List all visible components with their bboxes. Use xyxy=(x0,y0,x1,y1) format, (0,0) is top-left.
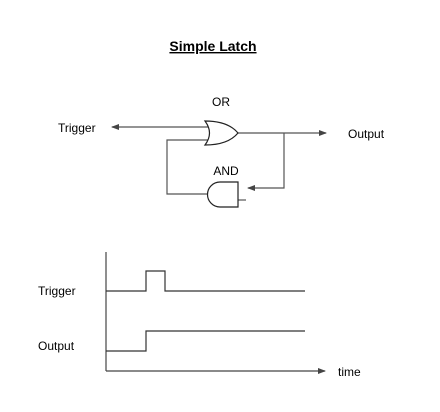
timing-trigger-label: Trigger xyxy=(38,284,76,298)
loop-wire xyxy=(166,139,209,195)
feedback-wire xyxy=(247,133,285,191)
trigger-signal-trace xyxy=(106,270,305,292)
and-gate-label: AND xyxy=(213,164,239,178)
output-label: Output xyxy=(348,127,385,141)
or-gate-icon xyxy=(203,120,239,146)
output-signal-trace xyxy=(106,330,305,352)
time-axis-label: time xyxy=(338,365,361,379)
trigger-input-label: Trigger xyxy=(58,121,96,135)
or-gate-label: OR xyxy=(212,95,230,109)
and-gate-icon xyxy=(206,181,239,208)
timing-output-label: Output xyxy=(38,339,75,353)
diagram-title: Simple Latch xyxy=(169,38,256,54)
